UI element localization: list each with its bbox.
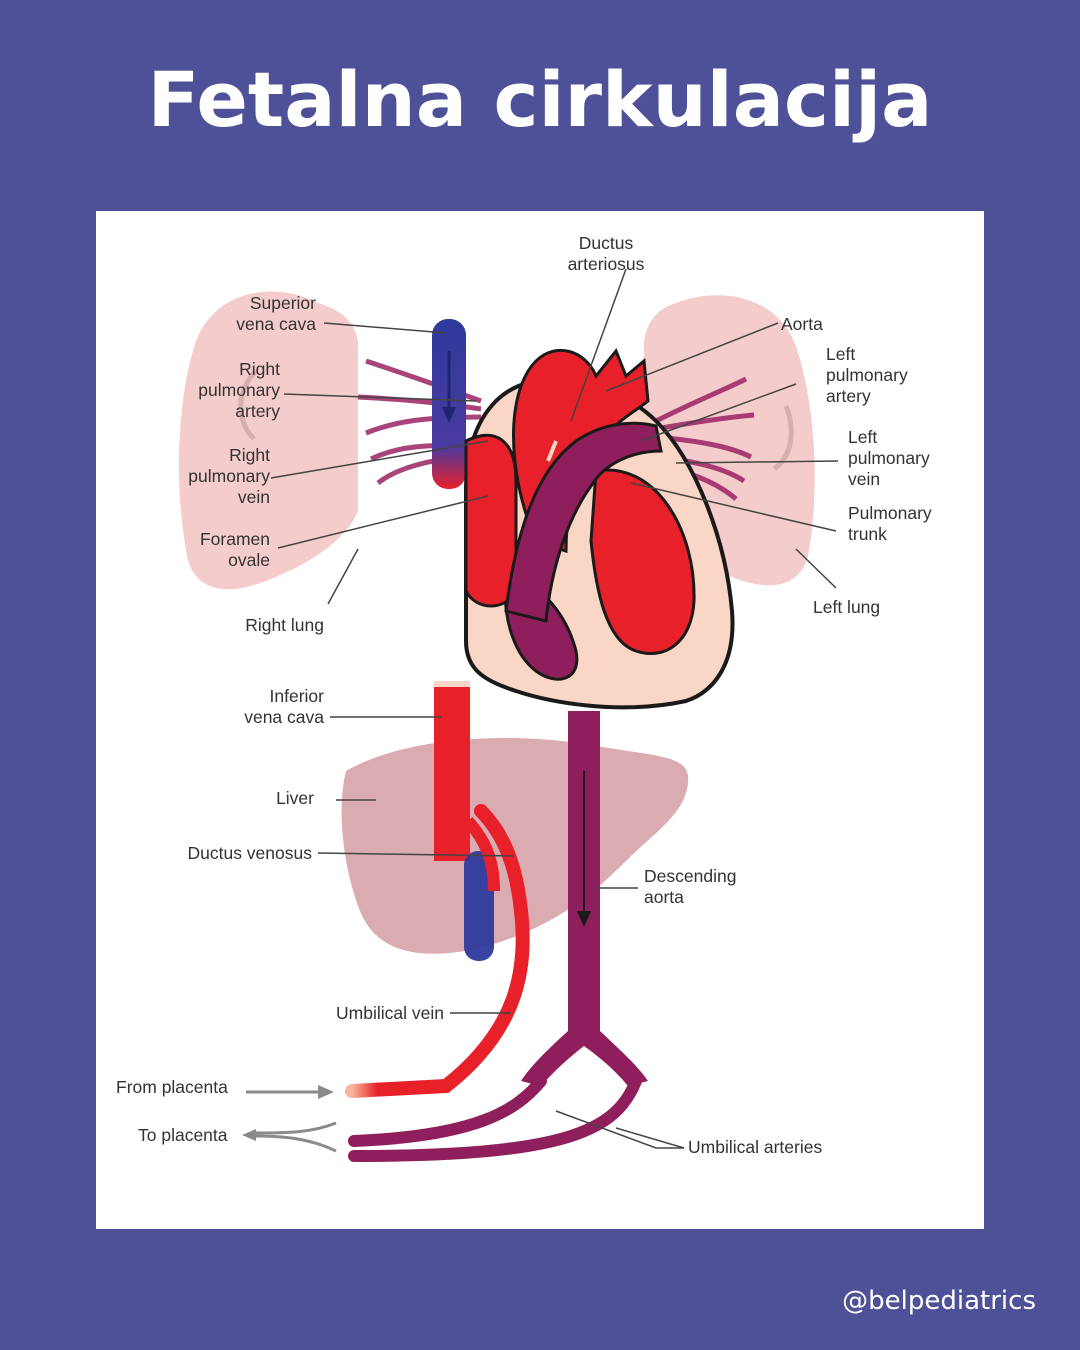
label-from-placenta: From placenta — [116, 1077, 228, 1097]
label-liver: Liver — [276, 788, 314, 808]
label-to-placenta: To placenta — [138, 1125, 228, 1145]
label-left-lung: Left lung — [813, 597, 881, 617]
social-handle: @belpediatrics — [842, 1286, 1036, 1316]
pulmonary-trunk — [504, 421, 663, 623]
label-umbilical-vein: Umbilical vein — [336, 1003, 444, 1023]
label-ductus-venosus: Ductus venosus — [187, 843, 312, 863]
label-right-lung: Right lung — [245, 615, 324, 635]
fetal-circulation-diagram — [178, 268, 839, 1162]
label-umbilical-arteries: Umbilical arteries — [688, 1137, 823, 1157]
umbilical-vein — [345, 804, 530, 1098]
umbilical-artery-1 — [348, 1075, 547, 1147]
liver — [341, 738, 689, 954]
inferior-vena-cava — [434, 681, 470, 861]
page-title: Fetalna cirkulacija — [147, 55, 933, 144]
label-aorta: Aorta — [781, 314, 823, 334]
right-lung — [178, 291, 358, 590]
umbilical-artery-2 — [348, 1075, 642, 1162]
